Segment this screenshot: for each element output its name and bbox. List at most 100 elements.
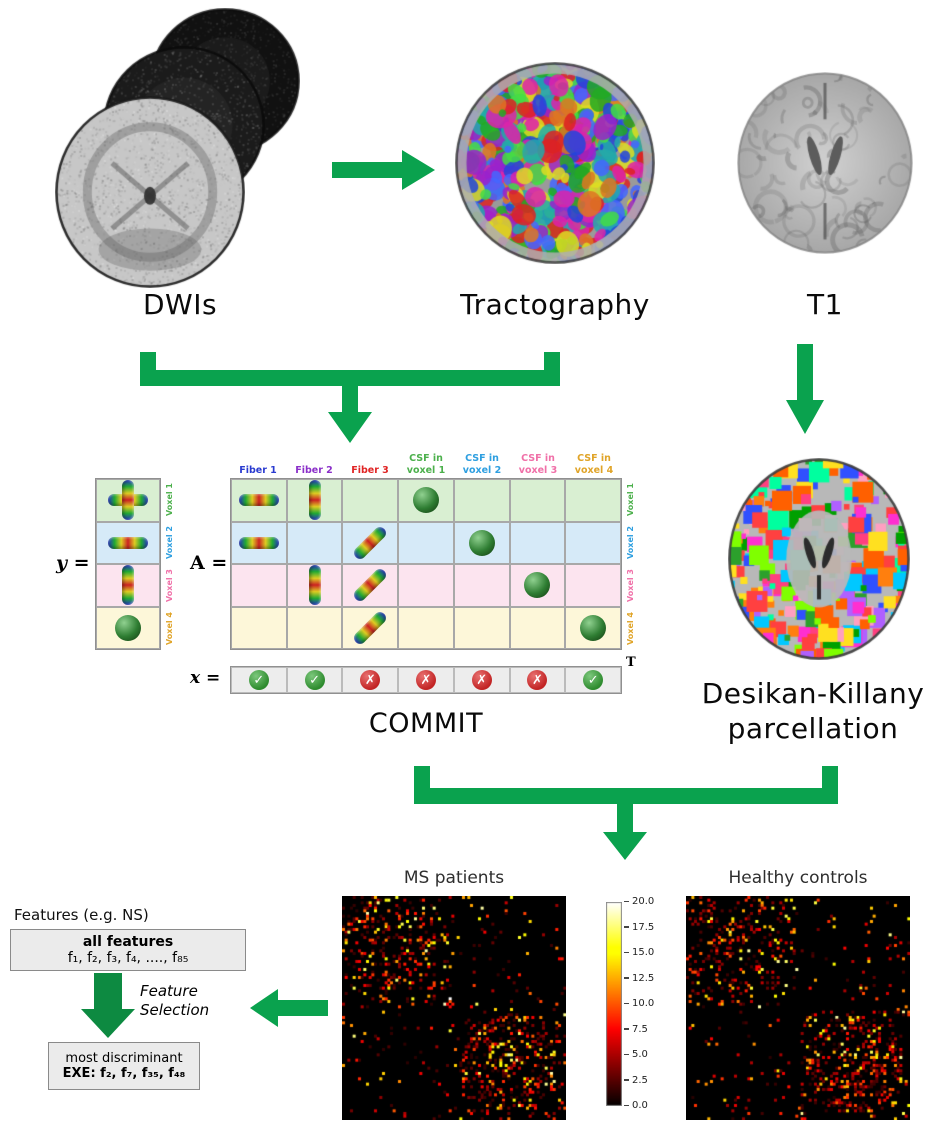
voxel-row-label: Voxel 1 bbox=[162, 478, 176, 521]
csf-sphere-glyph bbox=[570, 608, 616, 648]
csf-sphere-glyph bbox=[403, 480, 449, 520]
colorbar-tick: 10.0 bbox=[624, 998, 654, 1009]
y-vector-cell bbox=[96, 521, 160, 564]
ms-connectivity-matrix bbox=[342, 896, 566, 1120]
a-matrix-grid bbox=[230, 478, 622, 650]
a-matrix-cell bbox=[342, 479, 399, 522]
fiber-glyph bbox=[347, 608, 393, 648]
colorbar-tick-mark bbox=[624, 1002, 629, 1005]
arrow-t1-to-parcellation bbox=[786, 344, 824, 434]
voxel-row-label-text: Voxel 4 bbox=[625, 612, 635, 645]
a-column-header: CSF in voxel 2 bbox=[462, 453, 502, 476]
x-vector-cell: ✓ bbox=[565, 667, 621, 693]
voxel-row-label-text: Voxel 3 bbox=[625, 569, 635, 602]
csf-sphere-glyph bbox=[514, 565, 560, 605]
fiber-glyph bbox=[105, 480, 151, 521]
a-matrix-cell bbox=[453, 564, 510, 607]
a-matrix-cell bbox=[231, 479, 287, 522]
y-vector-cell bbox=[96, 606, 160, 649]
a-voxel-labels: Voxel 1 Voxel 2 Voxel 3 Voxel 4 bbox=[623, 478, 637, 650]
healthy-controls-title: Healthy controls bbox=[728, 868, 868, 888]
a-matrix-cell bbox=[509, 521, 566, 564]
fiber-glyph bbox=[236, 523, 282, 563]
colorbar-tick: 7.5 bbox=[624, 1024, 648, 1035]
colorbar-tick-mark bbox=[624, 1079, 629, 1081]
a-matrix-cell bbox=[342, 564, 399, 607]
colorbar-tick-label: 0.0 bbox=[632, 1100, 648, 1111]
colorbar-tick-mark bbox=[624, 926, 629, 928]
a-matrix-cell bbox=[231, 606, 287, 649]
colorbar-tick-label: 20.0 bbox=[632, 896, 655, 907]
arrow-feature-selection bbox=[81, 973, 135, 1038]
fiber-glyph bbox=[105, 565, 151, 606]
a-matrix-cell bbox=[286, 479, 343, 522]
colorbar-ticks: 20.0 17.5 15.0 12.5 10.0 7.5 5.0 2.5 0.0 bbox=[624, 896, 672, 1114]
x-vector-symbol: x = bbox=[190, 668, 221, 688]
colorbar-tick-mark bbox=[624, 900, 629, 903]
a-column-header: Fiber 3 bbox=[351, 464, 389, 476]
dwis-label: DWIs bbox=[142, 288, 218, 321]
a-column-header: Fiber 1 bbox=[239, 464, 277, 476]
parcellation-label-line2: parcellation bbox=[727, 712, 899, 745]
a-matrix-cell bbox=[398, 564, 454, 607]
a-column-header: CSF in voxel 3 bbox=[518, 453, 558, 476]
a-matrix-cell bbox=[453, 479, 510, 522]
discriminant-features-box: most discriminant EXE: f₂, f₇, f₃₅, f₄₈ bbox=[48, 1042, 200, 1090]
all-features-title: all features bbox=[82, 934, 174, 950]
a-matrix-cell bbox=[565, 564, 621, 607]
features-header: Features (e.g. NS) bbox=[14, 906, 149, 924]
colorbar-tick: 15.0 bbox=[624, 947, 654, 958]
a-matrix-cell bbox=[398, 606, 454, 649]
colorbar-tick: 2.5 bbox=[624, 1075, 648, 1086]
x-vector-cell: ✗ bbox=[453, 667, 510, 693]
feature-selection-label: Feature Selection bbox=[140, 982, 210, 1019]
colorbar-tick-mark bbox=[624, 977, 629, 979]
voxel-row-label-text: Voxel 4 bbox=[164, 612, 174, 645]
voxel-row-label-text: Voxel 2 bbox=[625, 526, 635, 559]
a-matrix-cell bbox=[565, 521, 621, 564]
parcellation-image bbox=[728, 458, 910, 660]
a-matrix-cell bbox=[565, 606, 621, 649]
colorbar-tick-label: 17.5 bbox=[632, 921, 655, 933]
parcellation-label: Desikan-Killany parcellation bbox=[688, 676, 938, 746]
voxel-row-label: Voxel 4 bbox=[162, 607, 176, 650]
x-vector-cell: ✗ bbox=[509, 667, 566, 693]
fiber-glyph bbox=[236, 480, 282, 520]
a-matrix-cell bbox=[453, 606, 510, 649]
fiber-glyph bbox=[105, 523, 151, 563]
voxel-row-label-text: Voxel 1 bbox=[625, 483, 635, 516]
a-matrix-cell bbox=[286, 606, 343, 649]
commit-label: COMMIT bbox=[368, 708, 484, 739]
a-matrix-cell bbox=[231, 521, 287, 564]
y-voxel-labels: Voxel 1 Voxel 2 Voxel 3 Voxel 4 bbox=[162, 478, 176, 650]
fiber-glyph bbox=[347, 565, 393, 605]
cross-icon: ✗ bbox=[415, 670, 436, 690]
arrow-matrix-to-features bbox=[250, 989, 328, 1027]
voxel-row-label-text: Voxel 2 bbox=[164, 526, 174, 559]
a-matrix-cell bbox=[342, 521, 399, 564]
csf-sphere-glyph bbox=[459, 523, 505, 563]
colorbar-tick: 0.0 bbox=[624, 1100, 648, 1111]
t1-image bbox=[737, 72, 913, 254]
check-icon: ✓ bbox=[583, 670, 604, 690]
colorbar-tick-mark bbox=[624, 1053, 629, 1056]
a-matrix-cell bbox=[398, 479, 454, 522]
a-column-header: CSF in voxel 4 bbox=[574, 453, 614, 476]
y-vector-symbol: y = bbox=[56, 552, 90, 574]
colorbar-tick-mark bbox=[624, 1104, 629, 1107]
voxel-row-label: Voxel 4 bbox=[623, 607, 637, 650]
fiber-glyph bbox=[292, 480, 338, 521]
fiber-glyph bbox=[347, 523, 393, 563]
a-column-header: CSF in voxel 1 bbox=[406, 453, 446, 476]
colorbar-tick: 5.0 bbox=[624, 1049, 648, 1060]
a-matrix-symbol: A = bbox=[190, 552, 228, 574]
fiber-glyph bbox=[292, 565, 338, 606]
x-vector-cell: ✓ bbox=[231, 667, 287, 693]
bracket-dwi-tract-to-commit bbox=[140, 352, 560, 443]
colorbar-tick: 12.5 bbox=[624, 973, 654, 984]
dwi-slice-front-image bbox=[55, 96, 245, 288]
voxel-row-label-text: Voxel 3 bbox=[164, 569, 174, 602]
colorbar-tick: 20.0 bbox=[624, 896, 654, 907]
bracket-commit-parcellation-to-matrices bbox=[414, 766, 838, 860]
